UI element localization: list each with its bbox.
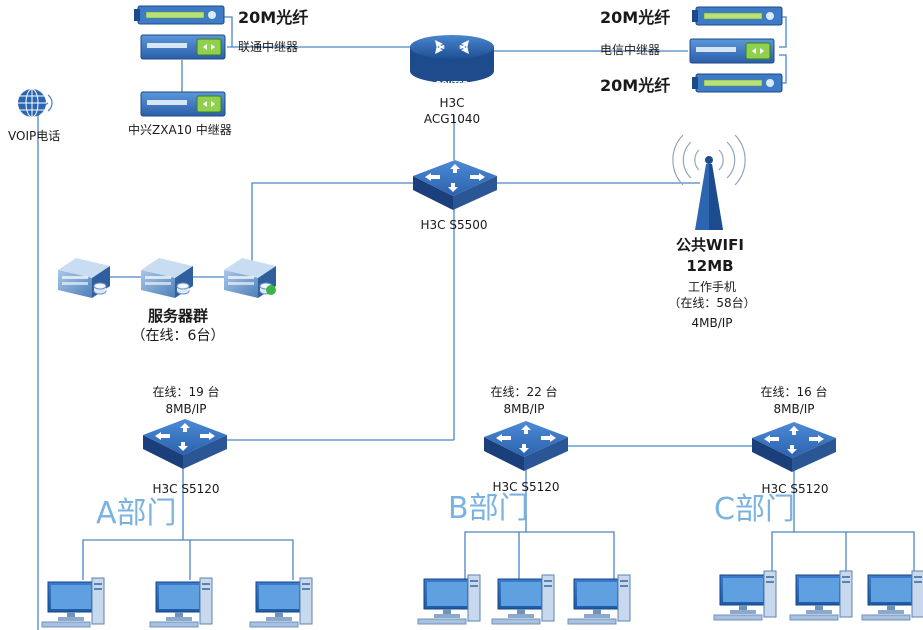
public-wifi: 公共WIFI 12MB 工作手机 （在线：58台） 4MB/IP	[668, 134, 756, 330]
fiber-module-icon	[691, 73, 783, 93]
telecom-repeater-label: 电信中继器	[600, 42, 660, 57]
zte-repeater-label: 中兴ZXA10 中继器	[128, 122, 232, 137]
desktop-pc-icon	[417, 574, 481, 625]
core-switch-label: H3C S5500	[420, 218, 487, 232]
department-b: 在线：22 台 8MB/IP H3C S5120 B部门	[417, 384, 631, 625]
fiber-label-top-left: 20M光纤	[238, 8, 308, 27]
wifi-title-line-2: 12MB	[686, 257, 733, 275]
fiber-module-icon	[691, 6, 783, 26]
fiber-module-icon	[133, 5, 225, 25]
server-title: 服务器群	[148, 307, 208, 325]
server-icon	[140, 257, 194, 299]
voip-globe-icon	[18, 88, 53, 118]
desktop-pc-icon	[789, 570, 853, 621]
repeater-icon	[140, 34, 226, 60]
switch-icon	[484, 421, 568, 471]
fiber-module-top-left: 20M光纤	[133, 5, 308, 27]
core-switch-s5500: H3C S5500	[413, 160, 497, 232]
router-tag: ROUTER	[436, 80, 469, 88]
switch-icon	[143, 419, 227, 469]
dept-a-switch-label: H3C S5120	[152, 482, 219, 496]
wifi-sub-line-2: （在线：58台）	[668, 295, 755, 310]
server-icon	[57, 257, 111, 299]
dept-b-switch-label: H3C S5120	[492, 480, 559, 494]
desktop-pc-icon	[713, 570, 777, 621]
dept-a-rate: 8MB/IP	[165, 402, 206, 416]
dept-c-online: 在线：16 台	[760, 384, 827, 399]
router-h3c-acg1040: ROUTER H3C ACG1040	[410, 35, 494, 126]
dept-c-rate: 8MB/IP	[773, 402, 814, 416]
server-cluster: 服务器群 （在线：6台）	[57, 257, 277, 344]
voip-phone: VOIP电话	[8, 88, 60, 143]
desktop-pc-icon	[41, 577, 105, 628]
department-c: 在线：16 台 8MB/IP H3C S5120 C部门	[713, 384, 923, 621]
router-name-line-1: H3C	[439, 96, 464, 110]
wifi-title-line-1: 公共WIFI	[676, 236, 744, 254]
unicom-repeater-label: 联通中继器	[238, 39, 298, 54]
wifi-sub-line-1: 工作手机	[688, 280, 736, 294]
zte-repeater: 中兴ZXA10 中继器	[128, 91, 232, 137]
unicom-repeater: 联通中继器	[140, 34, 298, 60]
desktop-pc-icon	[861, 570, 923, 621]
fiber-label-bottom-right: 20M光纤	[600, 76, 670, 95]
dept-a-online: 在线：19 台	[152, 384, 219, 399]
voip-label: VOIP电话	[8, 129, 60, 143]
desktop-pc-icon	[567, 574, 631, 625]
server-sub: （在线：6台）	[132, 328, 225, 344]
globe-badge-icon	[266, 285, 276, 295]
department-a: 在线：19 台 8MB/IP H3C S5120 A部门	[41, 384, 313, 628]
fiber-module-bottom-right: 20M光纤	[600, 73, 783, 95]
router-name-line-2: ACG1040	[424, 112, 480, 126]
desktop-pc-icon	[491, 574, 555, 625]
fiber-label-top-right: 20M光纤	[600, 8, 670, 27]
dept-b-rate: 8MB/IP	[503, 402, 544, 416]
wifi-antenna-icon	[672, 134, 746, 230]
dept-b-name: B部门	[448, 491, 529, 526]
dept-c-switch-label: H3C S5120	[761, 482, 828, 496]
switch-icon	[413, 160, 497, 210]
desktop-pc-icon	[249, 577, 313, 628]
fiber-module-top-right: 20M光纤	[600, 6, 783, 27]
desktop-pc-icon	[149, 577, 213, 628]
dept-c-name: C部门	[714, 492, 795, 527]
repeater-icon	[689, 38, 775, 64]
telecom-repeater: 电信中继器	[600, 38, 775, 64]
router-icon	[410, 35, 494, 83]
switch-icon	[752, 422, 836, 472]
dept-b-online: 在线：22 台	[490, 384, 557, 399]
repeater-icon	[140, 91, 226, 117]
dept-a-name: A部门	[96, 496, 177, 531]
wifi-sub-line-3: 4MB/IP	[691, 316, 732, 330]
